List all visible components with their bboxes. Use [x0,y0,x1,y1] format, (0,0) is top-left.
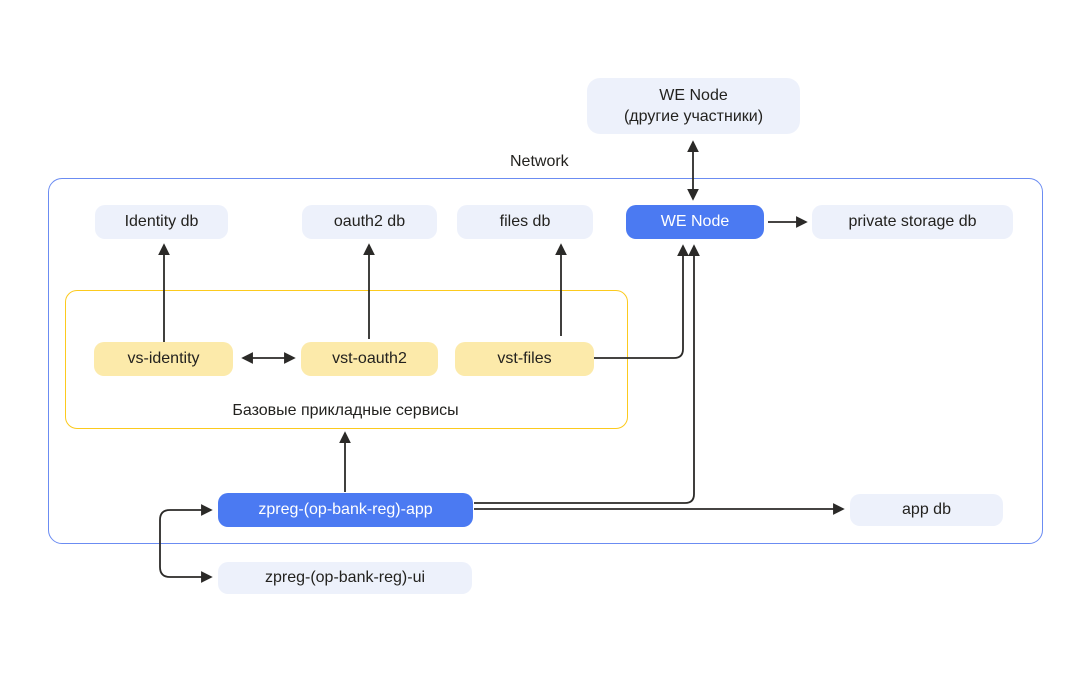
network-boundary [48,178,1043,544]
base-services-label: Базовые прикладные сервисы [232,402,459,419]
node-oauth2-db: oauth2 db [302,205,437,239]
node-app-db: app db [850,494,1003,526]
node-vst-oauth2: vst-oauth2 [301,342,438,376]
arrow-app-to-we-node [474,244,700,504]
node-vst-files: vst-files [455,342,594,376]
arrow-vst-files-to-we-node [594,244,689,359]
bracket-app-ui [159,504,213,583]
node-we-node-external-line2: (другие участники) [623,108,764,125]
node-files-db: files db [457,205,593,239]
base-services-group [65,290,628,429]
node-zpreg-ui: zpreg-(op-bank-reg)-ui [218,562,472,594]
node-we-node-external-line1: WE Node [659,87,728,104]
node-we-node: WE Node [626,205,764,239]
node-vs-identity: vs-identity [94,342,233,376]
node-we-node-external: WE Node (другие участники) [587,78,800,134]
node-identity-db: Identity db [95,205,228,239]
node-private-storage-db: private storage db [812,205,1013,239]
node-zpreg-app: zpreg-(op-bank-reg)-app [218,493,473,527]
network-label: Network [510,153,569,170]
